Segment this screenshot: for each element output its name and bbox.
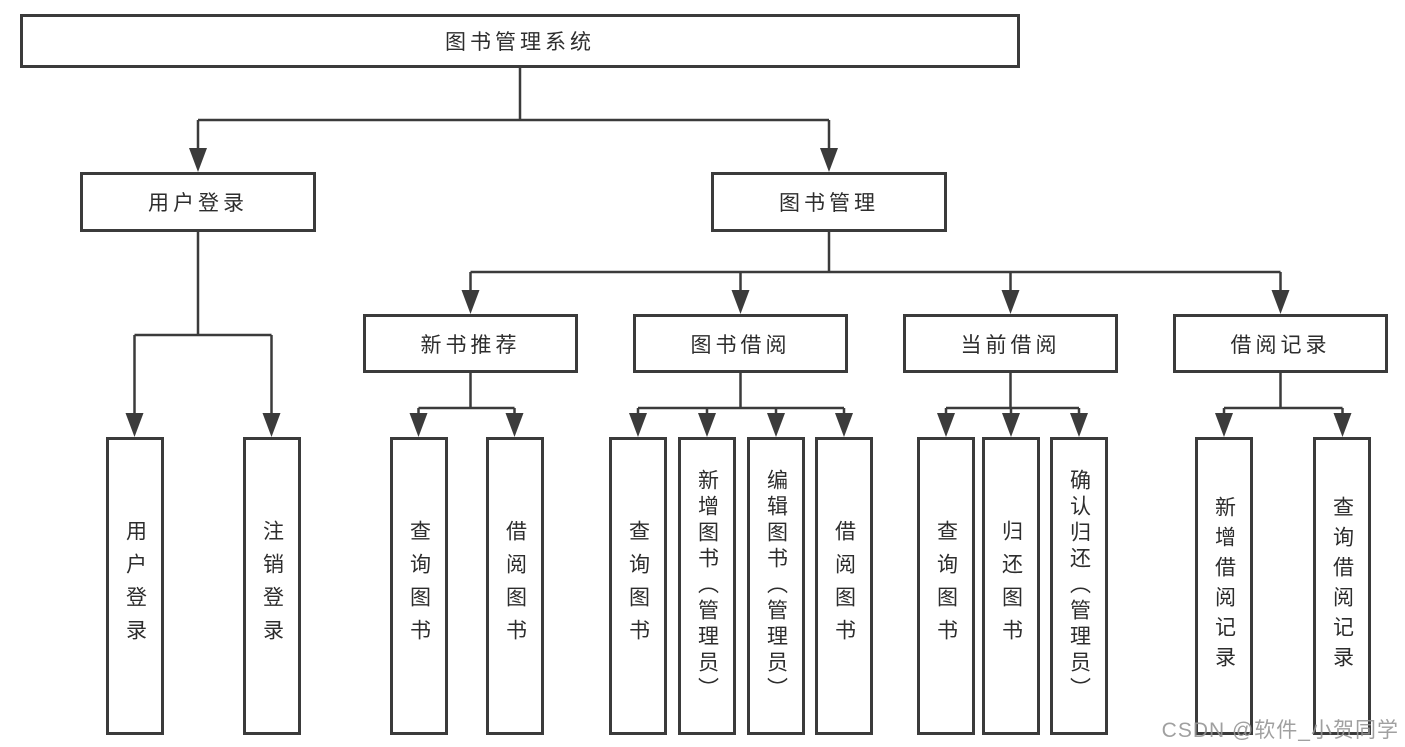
- leaf-query-books-recommend: 查询图书: [390, 437, 448, 735]
- leaf-query-books-borrow: 查询图书: [609, 437, 667, 735]
- leaf-edit-books-admin: 编辑图书（管理员）: [747, 437, 805, 735]
- node-label: 借阅记录: [1230, 333, 1331, 357]
- leaf-label: 查询图书: [626, 520, 650, 652]
- node-book-management: 图书管理: [711, 172, 947, 232]
- leaf-label: 注销登录: [260, 520, 284, 652]
- leaf-query-books-current: 查询图书: [917, 437, 975, 735]
- leaf-label: 查询图书: [407, 520, 431, 652]
- leaf-label: 查询借阅记录: [1330, 496, 1354, 676]
- leaf-query-borrow-record: 查询借阅记录: [1313, 437, 1371, 735]
- leaf-label: 归还图书: [999, 520, 1023, 652]
- leaf-label: 借阅图书: [503, 520, 527, 652]
- leaf-borrow-books: 借阅图书: [815, 437, 873, 735]
- node-label: 用户登录: [148, 192, 248, 215]
- leaf-label: 确认归还（管理员）: [1067, 469, 1091, 703]
- leaf-return-books: 归还图书: [982, 437, 1040, 735]
- leaf-logout: 注销登录: [243, 437, 301, 735]
- leaf-label: 查询图书: [934, 520, 958, 652]
- node-label: 新书推荐: [420, 333, 521, 357]
- leaf-add-books-admin: 新增图书（管理员）: [678, 437, 736, 735]
- leaf-label: 用户登录: [123, 520, 147, 652]
- leaf-add-borrow-record: 新增借阅记录: [1195, 437, 1253, 735]
- node-library-system: 图书管理系统: [20, 14, 1020, 68]
- node-user-login: 用户登录: [80, 172, 316, 232]
- node-book-borrow: 图书借阅: [633, 314, 848, 373]
- node-current-borrow: 当前借阅: [903, 314, 1118, 373]
- leaf-confirm-return-admin: 确认归还（管理员）: [1050, 437, 1108, 735]
- node-new-book-recommend: 新书推荐: [363, 314, 578, 373]
- node-label: 图书管理: [779, 192, 879, 215]
- leaf-label: 借阅图书: [832, 520, 856, 652]
- watermark: CSDN @软件_小贺同学: [1161, 719, 1399, 742]
- leaf-label: 新增借阅记录: [1212, 496, 1236, 676]
- node-label: 图书管理系统: [445, 31, 595, 54]
- leaf-label: 新增图书（管理员）: [695, 469, 719, 703]
- node-label: 图书借阅: [690, 333, 791, 357]
- leaf-user-login: 用户登录: [106, 437, 164, 735]
- leaf-borrow-books-recommend: 借阅图书: [486, 437, 544, 735]
- leaf-label: 编辑图书（管理员）: [764, 469, 788, 703]
- node-label: 当前借阅: [960, 333, 1061, 357]
- node-borrow-records: 借阅记录: [1173, 314, 1388, 373]
